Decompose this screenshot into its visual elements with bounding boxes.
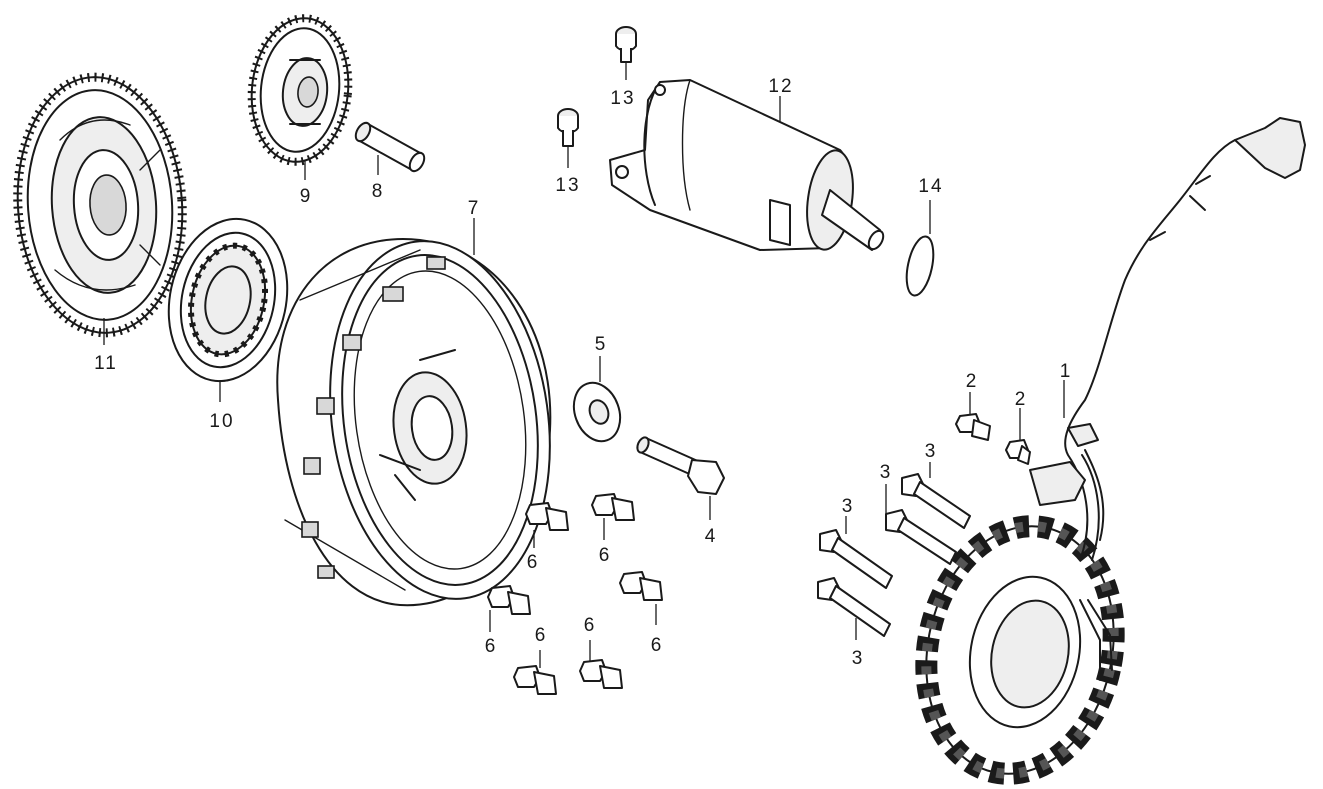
part-6-bolt-b[interactable] (591, 493, 635, 521)
part-6-bolt-e[interactable] (513, 665, 557, 695)
part-6-bolt-f[interactable] (579, 659, 623, 689)
part-13-screw-lower[interactable] (557, 108, 579, 147)
callout-13: 13 (555, 175, 580, 196)
part-11-gear[interactable] (9, 72, 190, 339)
callout-5: 5 (595, 334, 608, 355)
part-12-starter-motor[interactable] (609, 79, 886, 253)
part-3-bolt-a[interactable] (901, 473, 971, 529)
callout-14: 14 (918, 176, 943, 197)
callout-10: 10 (209, 411, 234, 432)
part-2-bolt-a[interactable] (955, 413, 991, 441)
callout-4: 4 (705, 526, 718, 547)
part-9-gear[interactable] (245, 13, 356, 166)
part-2-bolt-b[interactable] (1005, 439, 1031, 465)
callout-6: 6 (527, 552, 540, 573)
callout-2: 2 (1015, 389, 1028, 410)
callout-6: 6 (535, 625, 548, 646)
part-4-bolt[interactable] (635, 436, 725, 495)
callout-8: 8 (372, 181, 385, 202)
part-3-bolt-d[interactable] (817, 577, 891, 637)
part-8-shaft[interactable] (353, 120, 427, 173)
callout-3: 3 (852, 648, 865, 669)
callout-3: 3 (925, 441, 938, 462)
part-13-screw-upper[interactable] (615, 26, 637, 63)
callout-3: 3 (880, 462, 893, 483)
part-6-bolt-a[interactable] (525, 502, 569, 531)
callout-3: 3 (842, 496, 855, 517)
part-3-bolt-b[interactable] (885, 509, 957, 565)
part-7-flywheel[interactable] (276, 227, 572, 614)
callout-13: 13 (610, 88, 635, 109)
callout-6: 6 (599, 545, 612, 566)
callout-6: 6 (651, 635, 664, 656)
callout-6: 6 (584, 615, 597, 636)
callout-labels: 1 2 2 3 3 3 3 4 5 6 6 6 6 6 6 7 8 9 10 1… (94, 76, 1073, 669)
part-14-o-ring[interactable] (902, 234, 938, 298)
part-6-bolt-c[interactable] (619, 571, 663, 601)
part-3-bolt-c[interactable] (819, 529, 893, 589)
callout-7: 7 (468, 198, 481, 219)
part-6-bolt-d[interactable] (487, 585, 531, 615)
callout-9: 9 (300, 186, 313, 207)
callout-2: 2 (966, 371, 979, 392)
part-5-washer[interactable] (566, 376, 628, 447)
callout-1: 1 (1060, 361, 1073, 382)
callout-12: 12 (768, 76, 793, 97)
part-10-clutch[interactable] (154, 208, 302, 393)
callout-6: 6 (485, 636, 498, 657)
leader-lines (103, 62, 1065, 668)
part-1-stator[interactable] (904, 117, 1306, 789)
callout-11: 11 (94, 353, 118, 374)
